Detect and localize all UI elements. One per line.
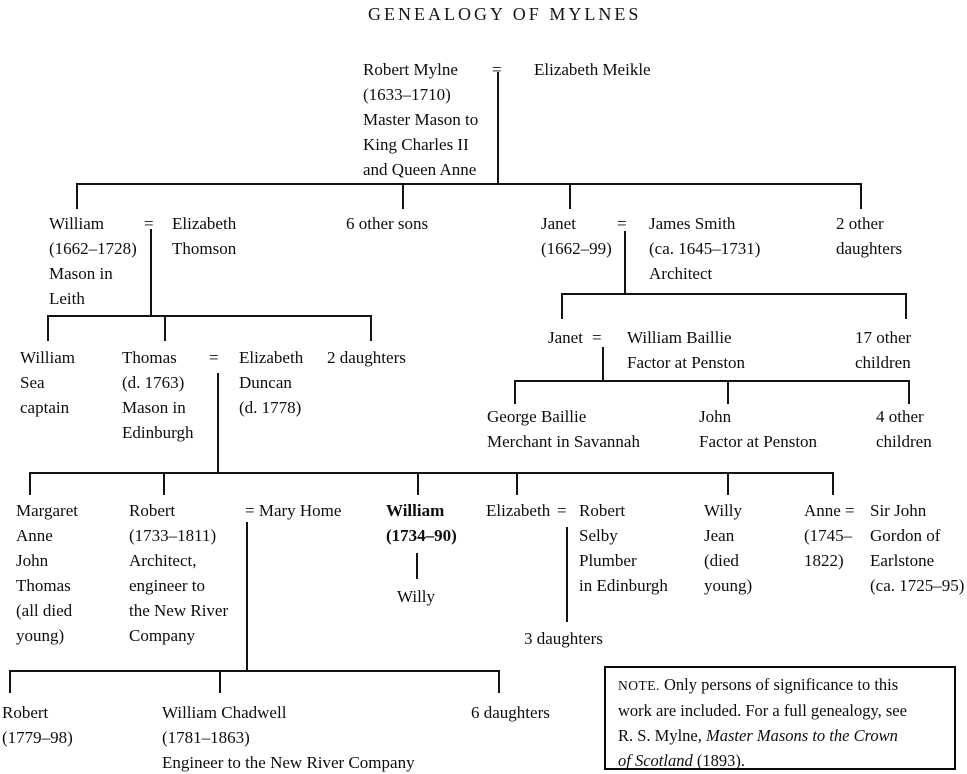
edge-drop-margaret <box>29 472 31 495</box>
edge-drop-elizabeth-selby <box>516 472 518 495</box>
note-line: NOTE. Only persons of significance to th… <box>618 675 899 694</box>
edge-drop-william-1734 <box>417 472 419 495</box>
label-seventeen-other-children: 17 other children <box>855 328 912 372</box>
label-two-daughters: 2 daughters <box>327 348 406 367</box>
note-line: R. S. Mylne, Master Masons to the Crown <box>618 726 898 745</box>
edge-thomson-stem <box>150 229 152 315</box>
person-mary-home: = Mary Home <box>245 501 342 520</box>
person-willy: Willy <box>397 587 436 606</box>
edge-drop-two-daughters <box>370 315 372 341</box>
person-willy-jean: Willy Jean (died young) <box>704 501 753 595</box>
equals-sign: = <box>492 60 502 79</box>
edge-drop-anne <box>832 472 834 495</box>
person-william-baillie: William Baillie Factor at Penston <box>627 328 746 372</box>
edge-drop-william-chadwell <box>219 670 221 693</box>
edge-drop-janet-1662 <box>569 183 571 209</box>
label-four-other-children: 4 other children <box>876 407 932 451</box>
person-janet-1662: Janet (1662–99) <box>541 214 612 258</box>
edge-willy-stem <box>416 553 418 579</box>
equals-sign: = <box>617 214 627 233</box>
edge-drop-george-baillie <box>514 380 516 404</box>
person-sir-john-gordon: Sir John Gordon of Earlstone (ca. 1725–9… <box>870 501 965 595</box>
edge-drop-willy-jean <box>727 472 729 495</box>
note-box: NOTE. Only persons of significance to th… <box>604 666 956 770</box>
edge-drop-william-sea <box>47 315 49 341</box>
equals-sign: = <box>592 328 602 347</box>
edge-gen3-right-rail <box>561 293 907 295</box>
edge-drop-john-baillie <box>727 380 729 404</box>
edge-duncan-stem <box>217 373 219 472</box>
person-elizabeth-duncan: Elizabeth Duncan (d. 1778) <box>239 348 304 417</box>
edge-mary-home-stem <box>246 522 248 670</box>
edge-drop-six-other-sons <box>402 183 404 209</box>
person-william-chadwell: William Chadwell (1781–1863) Engineer to… <box>162 703 415 772</box>
edge-baillie-children-rail <box>514 380 910 382</box>
equals-sign: = <box>557 501 567 520</box>
edge-gen3-left-rail <box>47 315 372 317</box>
edge-baillie-stem <box>602 347 604 380</box>
edge-gen4-rail <box>29 472 834 474</box>
person-george-baillie: George Baillie Merchant in Savannah <box>487 407 640 451</box>
person-robert-1779: Robert (1779–98) <box>2 703 73 747</box>
person-robert-mylne: Robert Mylne (1633–1710) Master Mason to… <box>363 60 479 179</box>
edge-drop-william-leith <box>76 183 78 209</box>
note-line: of Scotland (1893). <box>618 751 745 770</box>
person-william-sea-captain: William Sea captain <box>20 348 76 417</box>
person-james-smith: James Smith (ca. 1645–1731) Architect <box>649 214 761 283</box>
equals-sign: = <box>845 501 855 520</box>
person-william-leith: William (1662–1728) Mason in Leith <box>49 214 137 308</box>
edge-drop-seventeen-children <box>905 293 907 319</box>
edge-drop-robert-1779 <box>9 670 11 693</box>
edge-drop-robert-architect <box>163 472 165 495</box>
edge-drop-thomas <box>164 315 166 341</box>
equals-sign: = <box>144 214 154 233</box>
edge-drop-six-daughters <box>498 670 500 693</box>
edge-drop-two-other-daughters <box>860 183 862 209</box>
person-elizabeth-meikle: Elizabeth Meikle <box>534 60 651 79</box>
chart-title: GENEALOGY OF MYLNES <box>368 4 642 24</box>
person-margaret-siblings: Margaret Anne John Thomas (all died youn… <box>16 501 78 645</box>
edge-selby-stem <box>566 527 568 622</box>
label-six-other-sons: 6 other sons <box>346 214 429 233</box>
label-six-daughters: 6 daughters <box>471 703 550 722</box>
person-anne-1745: Anne (1745– 1822) <box>804 501 853 570</box>
person-janet-baillie: Janet <box>548 328 583 347</box>
person-thomas-mason: Thomas (d. 1763) Mason in Edinburgh <box>122 348 194 442</box>
person-elizabeth-thomson: Elizabeth Thomson <box>172 214 237 258</box>
label-two-other-daughters: 2 other daughters <box>836 214 903 258</box>
edge-drop-four-children <box>908 380 910 404</box>
note-line: work are included. For a full genealogy,… <box>618 701 907 720</box>
edge-gen2-rail <box>76 183 862 185</box>
edge-smith-stem <box>624 231 626 293</box>
label-three-daughters: 3 daughters <box>524 629 603 648</box>
person-robert-architect: Robert (1733–1811) Architect, engineer t… <box>129 501 229 645</box>
edge-gen5-rail <box>9 670 500 672</box>
note-label: NOTE. <box>618 678 660 693</box>
equals-sign: = <box>209 348 219 367</box>
person-elizabeth-selby: Elizabeth <box>486 501 551 520</box>
person-william-1734: William (1734–90) <box>386 501 457 545</box>
person-robert-selby: Robert Selby Plumber in Edinburgh <box>579 501 668 595</box>
person-john-baillie: John Factor at Penston <box>699 407 818 451</box>
edge-gen1-stem <box>497 72 499 183</box>
edge-drop-janet-baillie <box>561 293 563 319</box>
